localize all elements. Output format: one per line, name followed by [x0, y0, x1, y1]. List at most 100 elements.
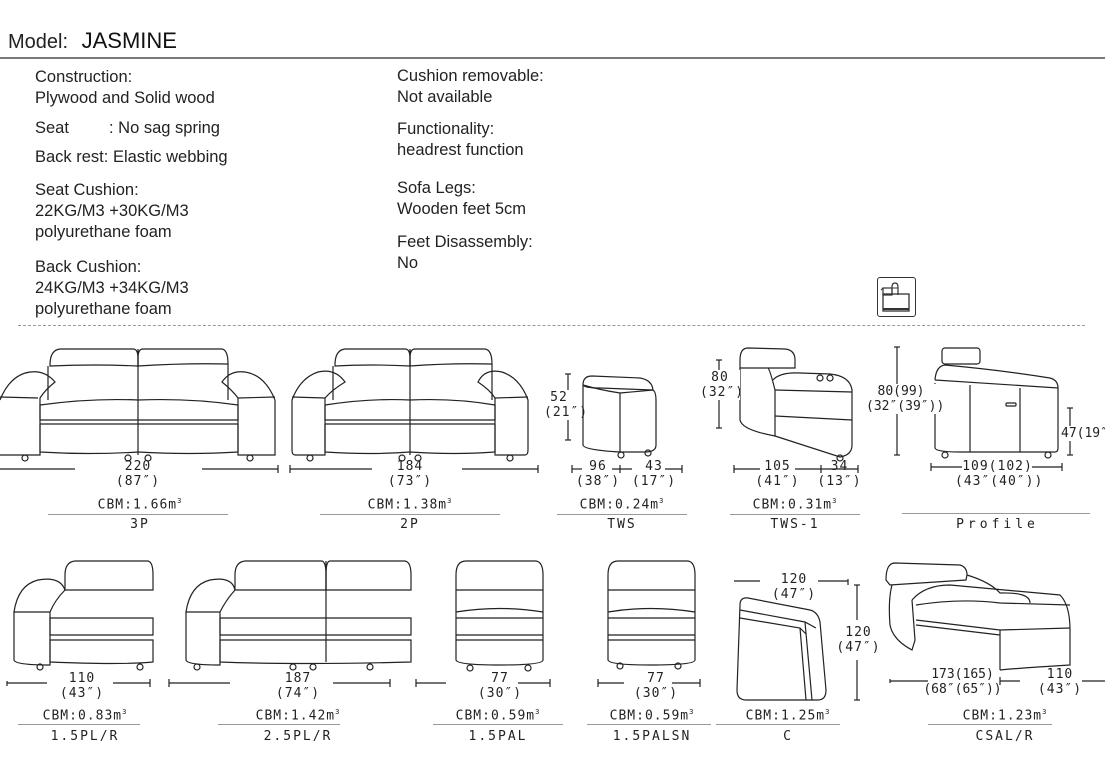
dimension-text: (74″)	[275, 686, 321, 701]
code-15plr: 1.5PL/R	[50, 729, 120, 744]
corner-c-drawing	[736, 597, 827, 701]
underline	[587, 724, 711, 725]
spec-label: Seat Cushion:	[35, 181, 139, 199]
spec-label: Back Cushion:	[35, 258, 142, 276]
code-c: C	[783, 729, 793, 744]
spec-feet-disassembly: Feet Disassembly: No	[397, 232, 533, 274]
headrest-function-icon	[877, 277, 916, 317]
code-profile: Profile	[956, 517, 1039, 532]
title-divider	[0, 57, 1105, 59]
dim-csalr-width: 110(43″)	[1030, 667, 1090, 697]
dimension-text: 110	[1046, 667, 1074, 682]
cbm-15pal: CBM:0.59m3	[438, 708, 558, 723]
code-15palsn: 1.5PALSN	[612, 729, 692, 744]
dimension-text: 3	[832, 497, 838, 505]
dimension-text: 3	[659, 497, 665, 505]
spec-value: : No sag spring	[109, 119, 220, 137]
dimension-text: (32″)	[700, 385, 745, 400]
dimension-text: (13″)	[817, 474, 862, 489]
dim-tws1-depth: 34(13″)	[812, 459, 867, 489]
dimension-text: (41″)	[755, 474, 800, 489]
spec-backrest: Back rest: Elastic webbing	[35, 147, 228, 168]
spec-seat: Seat : No sag spring	[35, 118, 220, 139]
spec-value: headrest function	[397, 141, 524, 159]
code-25plr: 2.5PL/R	[263, 729, 333, 744]
tws1-drawing	[739, 347, 853, 462]
dim-2p: 184 (73″)	[380, 459, 440, 489]
dimension-text: CBM:1.42m	[255, 708, 336, 724]
width-cm: 184	[396, 459, 424, 474]
dimension-text: (47″)	[771, 587, 817, 602]
dimension-text: CBM:0.59m	[455, 708, 536, 724]
spec-label: Sofa Legs:	[397, 179, 476, 197]
underline	[716, 724, 840, 725]
code-15pal: 1.5PAL	[468, 729, 528, 744]
dimension-text: 77	[491, 671, 509, 686]
dim-csalr-length: 173(165)(68″(65″))	[920, 667, 1005, 697]
dim-c-width: 120(47″)	[764, 572, 824, 602]
underline	[48, 514, 228, 515]
dimension-text: (32″(39″))	[866, 399, 945, 414]
spec-value: Plywood and Solid wood	[35, 89, 215, 107]
dim-tws1-width: 105(41″)	[750, 459, 805, 489]
dimension-text: 80	[711, 370, 729, 385]
code-2p: 2P	[400, 517, 420, 532]
dimension-text: (43″(40″))	[955, 474, 1044, 489]
width-in: (73″)	[387, 474, 433, 489]
dimension-text: 110	[68, 671, 96, 686]
code-3p: 3P	[130, 517, 150, 532]
underline	[218, 724, 340, 725]
dimension-text: (68″(65″))	[923, 682, 1002, 697]
underline	[433, 724, 563, 725]
sofa-2p-drawing	[291, 348, 529, 462]
width-cm: 220	[124, 459, 152, 474]
spec-value: 24KG/M3 +34KG/M3	[35, 279, 189, 297]
spec-label: Construction:	[35, 68, 133, 86]
sofa-25plr-drawing	[185, 560, 412, 671]
spec-value: Back rest: Elastic webbing	[35, 148, 228, 166]
spec-label: Feet Disassembly:	[397, 233, 533, 251]
dimension-text: 43	[645, 459, 663, 474]
dimension-text: 109(102)	[962, 459, 1033, 474]
dimension-text: 120	[780, 572, 808, 587]
dimension-text: 105	[764, 459, 791, 474]
dimension-text: 80(99)	[877, 384, 925, 399]
dimension-text: 187	[284, 671, 312, 686]
spec-label: Seat	[35, 119, 69, 137]
dimension-text: 3	[689, 708, 695, 716]
dim-25plr: 187(74″)	[268, 671, 328, 701]
dimension-text: CBM:1.23m	[962, 708, 1043, 724]
sofa-15pal-drawing	[455, 560, 544, 672]
sofa-15plr-drawing	[13, 560, 154, 671]
dimension-text: 3	[177, 497, 183, 505]
dimension-text: (43″)	[1037, 682, 1083, 697]
spec-construction: Construction: Plywood and Solid wood	[35, 67, 215, 109]
dim-15pal: 77(30″)	[470, 671, 530, 701]
cbm-c: CBM:1.25m3	[728, 708, 848, 723]
dim-c-depth: 120(47″)	[836, 625, 881, 655]
underline	[320, 514, 500, 515]
dimension-text: CBM:0.59m	[609, 708, 690, 724]
dim-profile-seat-height: 47(19″	[1061, 426, 1105, 441]
code-csalr: CSAL/R	[975, 729, 1035, 744]
cbm-15plr: CBM:0.83m3	[25, 708, 145, 723]
dim-profile-depth: 109(102)(43″(40″))	[955, 459, 1044, 489]
cbm-15palsn: CBM:0.59m3	[592, 708, 712, 723]
profile-drawing	[934, 347, 1059, 459]
width-in: (87″)	[115, 474, 161, 489]
dimension-text: CBM:1.25m	[745, 708, 826, 724]
dim-tws-width: 96(38″)	[568, 459, 628, 489]
spec-sofa-legs: Sofa Legs: Wooden feet 5cm	[397, 178, 526, 220]
underline	[730, 514, 860, 515]
dimension-text: 3	[122, 708, 128, 716]
spec-value: Not available	[397, 88, 493, 106]
cbm-25plr: CBM:1.42m3	[238, 708, 358, 723]
dimension-text: CBM:1.38m	[367, 497, 448, 513]
dimension-text: 52	[550, 390, 568, 405]
underline	[928, 724, 1052, 725]
dimension-text: (17″)	[631, 474, 677, 489]
spec-value: 22KG/M3 +30KG/M3	[35, 202, 189, 220]
spec-seat-cushion: Seat Cushion: 22KG/M3 +30KG/M3 polyureth…	[35, 180, 189, 243]
dim-tws-height: 52(21″)	[544, 390, 587, 420]
